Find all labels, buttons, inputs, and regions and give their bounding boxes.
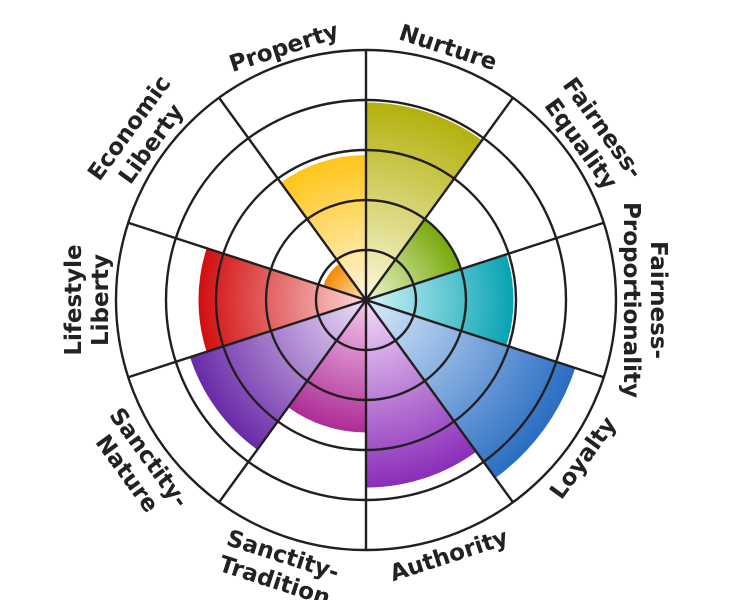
grid-spoke <box>365 298 605 379</box>
category-label: Fairness-Proportionality <box>618 202 671 398</box>
category-label-line: Authority <box>387 525 512 588</box>
category-label-line: Fairness- <box>645 241 671 359</box>
wedge-sanctity-tradition <box>288 300 366 433</box>
grid-spoke <box>218 97 367 301</box>
grid-spoke <box>218 299 367 503</box>
category-label: Sanctity-Nature <box>90 403 193 517</box>
category-label: Authority <box>387 525 512 588</box>
wedge-loyalty <box>366 300 576 478</box>
wedges <box>190 102 576 488</box>
grid-spoke <box>365 97 514 301</box>
category-label-line: Lifestyle <box>61 244 87 355</box>
category-label-line: Liberty <box>88 254 114 346</box>
category-label: Nurture <box>396 20 500 76</box>
category-label-line: Proportionality <box>618 202 644 398</box>
category-label: Sanctity-Tradition <box>216 525 343 600</box>
category-label-line: Property <box>226 18 342 78</box>
grid-spoke <box>365 221 605 302</box>
category-label-line: Nurture <box>396 20 500 76</box>
category-label: Loyalty <box>545 412 622 504</box>
wedge-property <box>280 155 366 300</box>
grid <box>114 48 618 552</box>
category-label: Fairness-Equality <box>539 73 648 195</box>
category-label: Property <box>226 18 342 78</box>
wedge-sanctity-nature <box>190 300 366 450</box>
wedge-economic-liberty <box>323 263 366 300</box>
wedge-authority <box>366 300 477 488</box>
wedge-fairness-proportionality <box>366 254 514 346</box>
grid-spoke <box>127 221 367 302</box>
grid-spoke <box>127 298 367 379</box>
category-label-line: Loyalty <box>545 412 622 504</box>
wedge-lifestyle-liberty <box>198 248 366 352</box>
grid-spoke <box>365 299 514 503</box>
wedge-fairness-equality <box>366 219 462 300</box>
